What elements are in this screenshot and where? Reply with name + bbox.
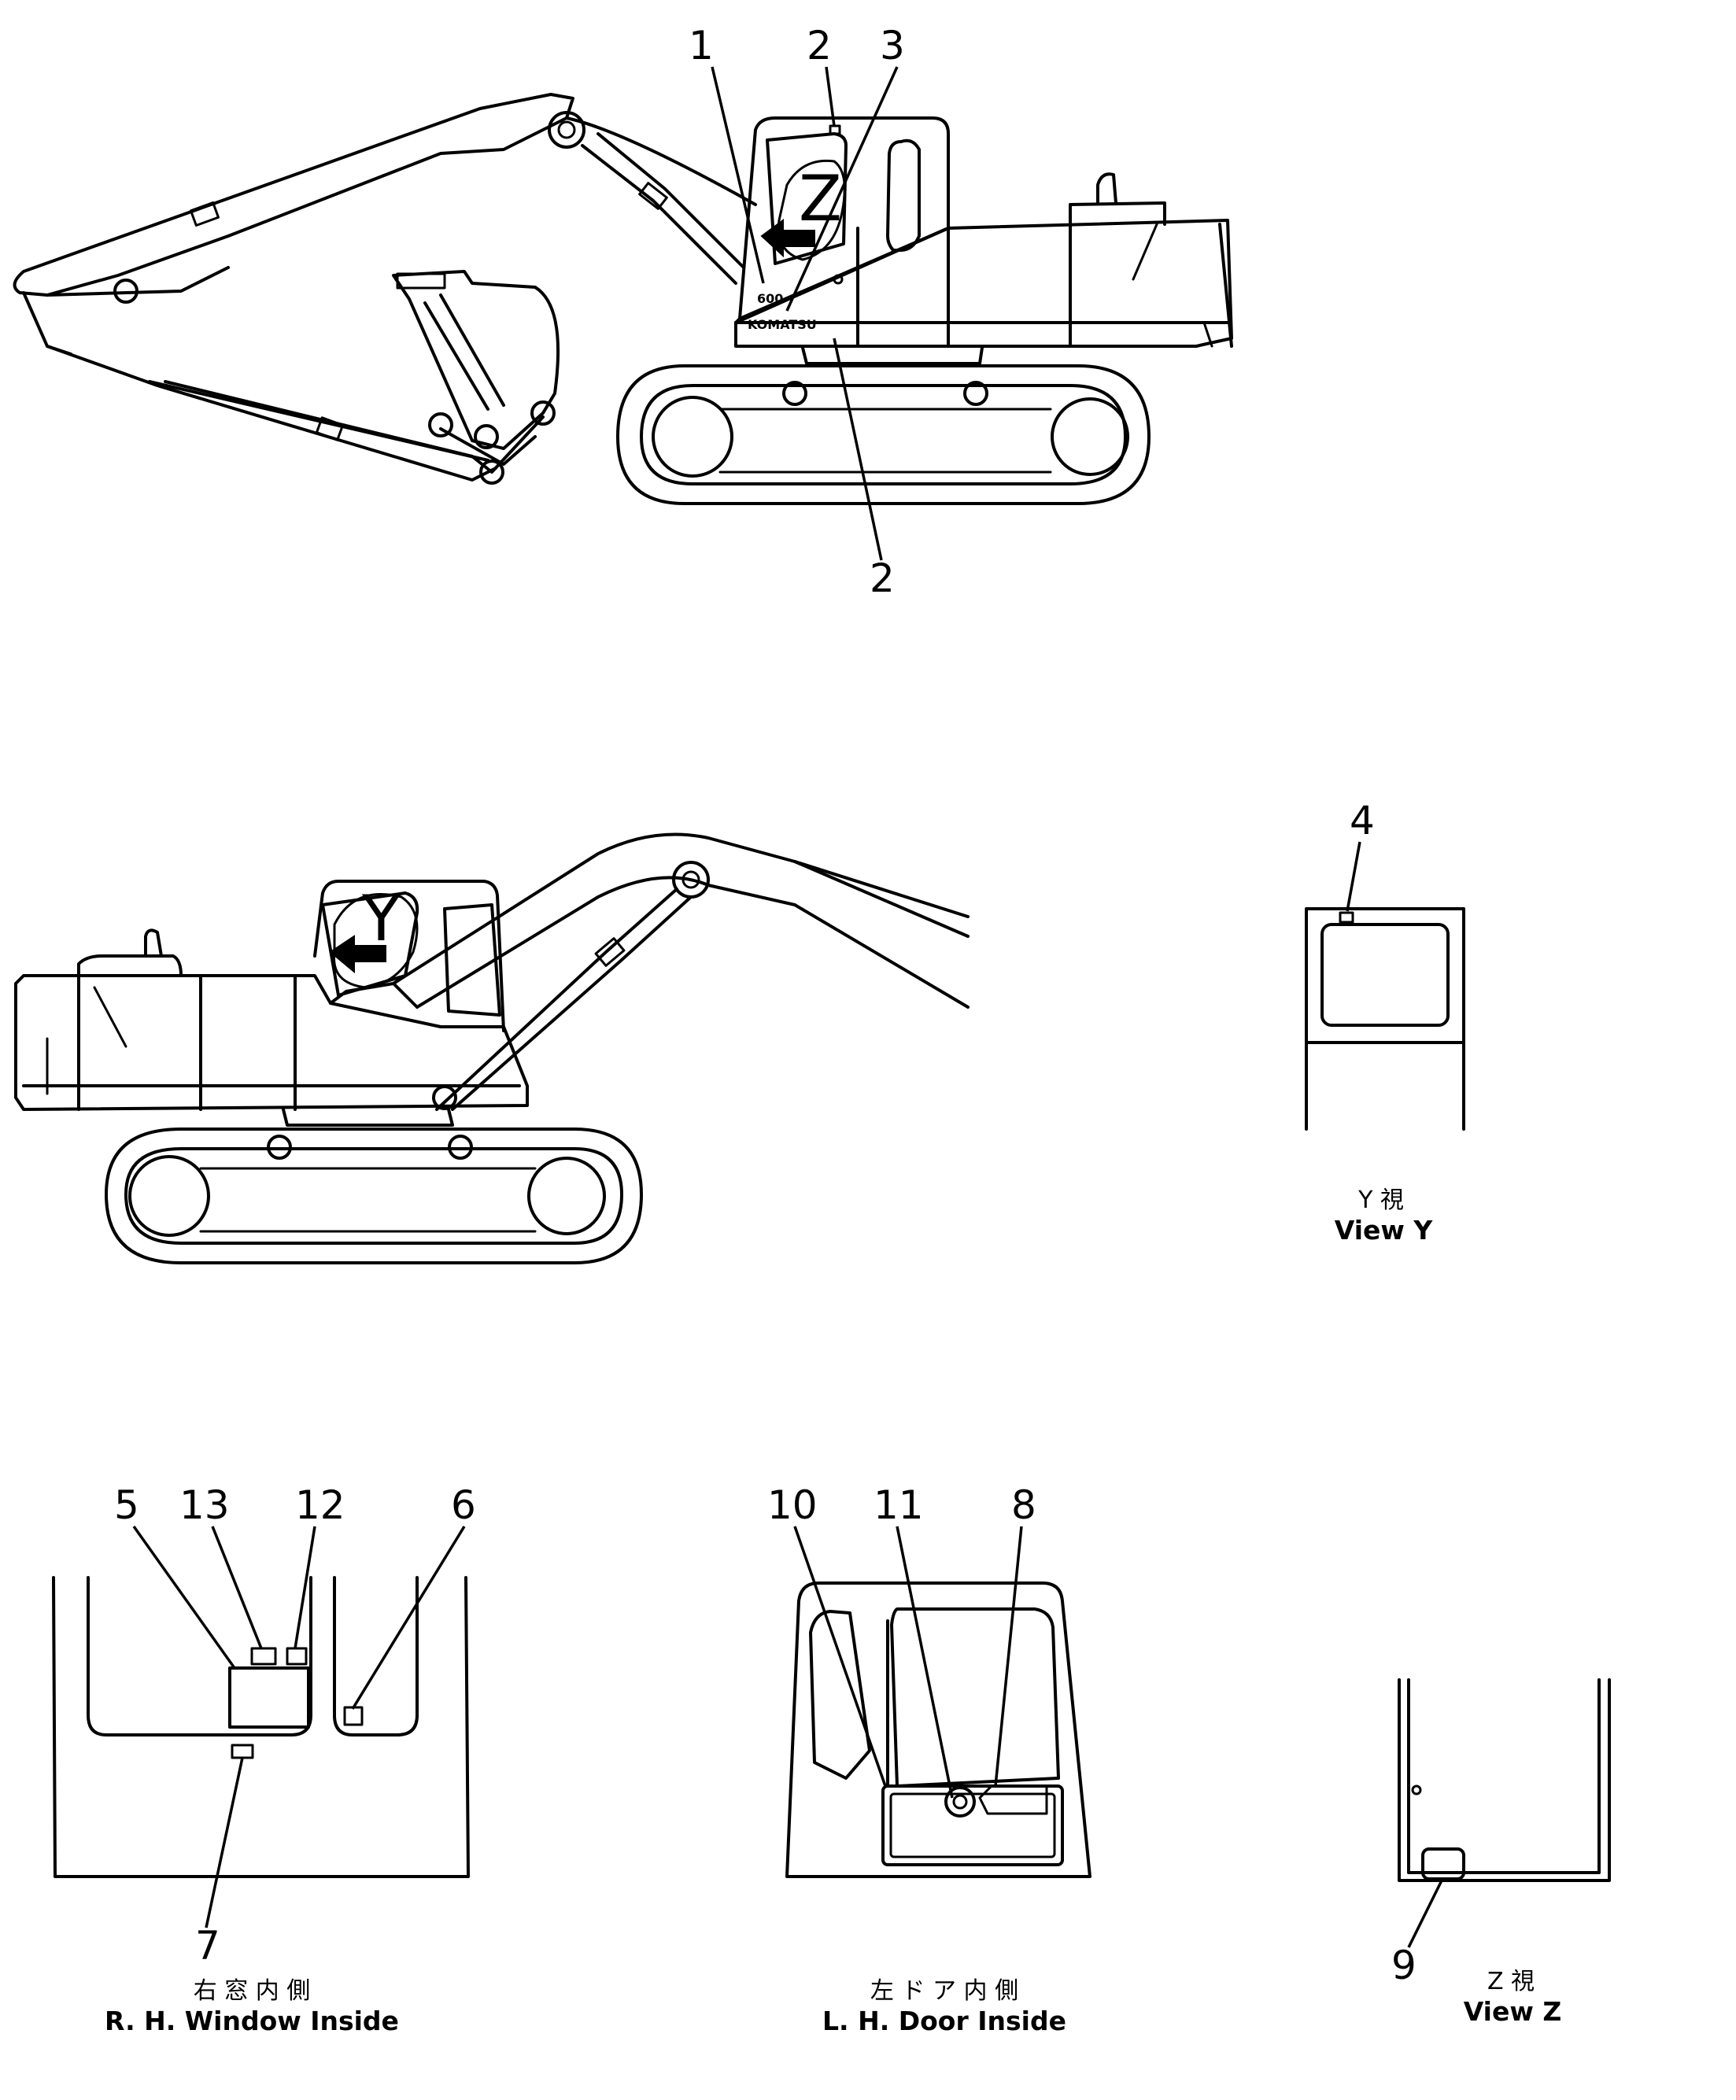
callout-11: 11 (874, 1482, 924, 1528)
callout-3: 3 (880, 23, 905, 68)
top-view-callouts: 1 2 3 2 (689, 23, 905, 601)
lh-door-inside-panel: 10 11 8 左 ド ア 内 側 L. H. Door Inside (767, 1482, 1091, 2036)
brand-text: KOMATSU (748, 317, 817, 332)
view-z-caption-jp: Z 視 (1487, 1968, 1535, 1995)
view-z-marker-label: Z (799, 162, 842, 235)
view-y-caption-en: View Y (1335, 1215, 1434, 1246)
view-z-panel: 9 Z 視 View Z (1391, 1678, 1611, 2027)
rh-window-caption-jp: 右 窓 内 側 (194, 1977, 311, 2005)
callout-12: 12 (295, 1482, 345, 1528)
callout-8: 8 (1011, 1482, 1036, 1528)
callout-1: 1 (689, 23, 714, 68)
callout-4: 4 (1350, 798, 1375, 843)
lh-door-caption-jp: 左 ド ア 内 側 (870, 1977, 1018, 2005)
view-z-caption-en: View Z (1464, 1996, 1562, 2027)
view-z-arrow-icon (760, 219, 815, 258)
callout-7: 7 (195, 1923, 220, 1969)
callout-9: 9 (1391, 1943, 1417, 1988)
lh-door-caption-en: L. H. Door Inside (822, 2006, 1066, 2036)
view-y-panel: 4 Y 視 View Y (1305, 798, 1465, 1246)
rh-window-inside-panel: 5 13 12 6 7 右 窓 内 側 R. H. Window Inside (52, 1482, 476, 2036)
callout-13: 13 (179, 1482, 230, 1528)
excavator-right-side-view: Y (14, 832, 970, 1264)
view-y-marker-label: Y (361, 882, 401, 955)
callout-2-bottom: 2 (870, 555, 895, 601)
callout-2-top: 2 (807, 23, 832, 68)
excavator-left-side-view: Z 600 KOMATSU (13, 93, 1233, 505)
callout-5: 5 (114, 1482, 139, 1528)
view-y-caption-jp: Y 視 (1357, 1187, 1404, 1214)
model-mark-text: 600 (757, 291, 783, 306)
callout-6: 6 (451, 1482, 476, 1528)
rh-window-caption-en: R. H. Window Inside (105, 2006, 399, 2036)
callout-10: 10 (767, 1482, 818, 1528)
view-y-arrow-icon (329, 935, 386, 974)
